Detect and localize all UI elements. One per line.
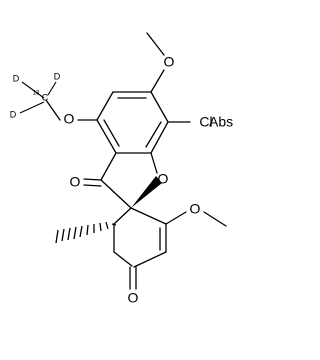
atom-carbon-13-mass: 13: [33, 91, 40, 97]
bond-benzene-6: [150, 91, 169, 123]
atom-carbon-13: C: [42, 92, 49, 102]
atom-o-furan-ring: O: [158, 171, 169, 187]
abs-stereo-flag: Abs: [209, 114, 233, 130]
chemical-structure: O O D D D 13 C Cl Abs O O O O: [10, 32, 233, 306]
bond-ring-c3: [100, 152, 117, 181]
atom-o-methoxy-top: O: [164, 54, 175, 70]
atom-o-methoxy-right: O: [190, 201, 201, 217]
bond-c3-o-ketone-a: [83, 178, 102, 181]
atom-o-methoxy-left: O: [64, 111, 75, 127]
atom-chlorine: Cl: [199, 114, 212, 130]
bond-c2-o-right: [165, 211, 187, 225]
bond-spiro-c6: [113, 207, 132, 225]
bond-c3-c4: [133, 251, 167, 268]
bond-benzene-3: [96, 119, 117, 154]
wedge-bond-spiro-o: [131, 176, 162, 208]
bond-o-top-ring: [150, 69, 165, 93]
bond-c3-spiro: [100, 179, 132, 209]
bond-ring-o-furan: [150, 152, 158, 174]
bonds: [45, 32, 227, 290]
bond-o-left-cd3: [45, 99, 61, 121]
atom-deuterium-3: D: [10, 109, 17, 119]
bond-benzene-5-inner: [145, 121, 162, 148]
atom-deuterium-1: D: [13, 73, 20, 83]
bond-c3-o-ketone-b: [83, 184, 102, 187]
bond-c5-c4: [113, 251, 133, 267]
bond-benzene-3-inner: [103, 119, 120, 147]
bond-benzene-5: [150, 121, 169, 154]
deuterium-bonds: [19, 81, 57, 114]
atom-o-ketone: O: [70, 174, 81, 190]
atom-deuterium-2: D: [54, 71, 61, 81]
bond-o-right-methyl: [203, 211, 227, 227]
bond-methyl-o-top: [146, 32, 165, 56]
bond-spiro-c2: [130, 207, 167, 225]
hash-bond-methyl: [55, 221, 117, 244]
bond-benzene-2: [96, 91, 114, 121]
atom-o-enone: O: [128, 290, 139, 306]
